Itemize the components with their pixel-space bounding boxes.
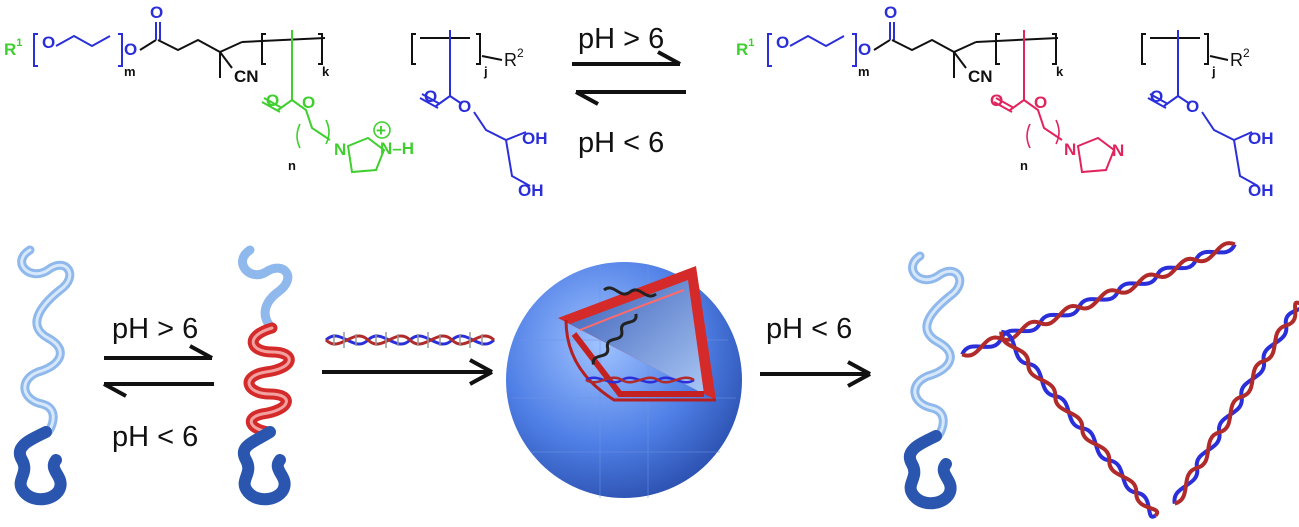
complexation-arrow bbox=[322, 358, 493, 386]
glycerol-ester-o-right: O bbox=[1186, 97, 1199, 116]
top-equilibrium-arrows: pH > 6 pH < 6 bbox=[572, 23, 686, 159]
j-subscript-right: j bbox=[1211, 64, 1216, 79]
nitrile-label: CN bbox=[234, 67, 259, 86]
k-subscript-right: k bbox=[1056, 64, 1064, 79]
positive-charge: + bbox=[376, 121, 386, 140]
n-subscript-right: n bbox=[1020, 158, 1028, 173]
imidazole-n1-right: N bbox=[1064, 140, 1076, 159]
side-carbonyl-o: O bbox=[266, 91, 279, 110]
r1-label: R1 bbox=[4, 37, 22, 59]
glycerol-ester-o: O bbox=[458, 97, 471, 116]
ester-oxygen: O bbox=[124, 40, 137, 59]
bottom-ph-forward-label: pH > 6 bbox=[112, 313, 198, 345]
r2-label: R2 bbox=[504, 46, 524, 70]
hydroxyl-2: OH bbox=[518, 181, 544, 200]
polymer-coil-neutral bbox=[14, 245, 75, 506]
peg-oxygen: O bbox=[42, 33, 55, 52]
release-arrow: pH < 6 bbox=[760, 313, 871, 388]
glycerol-carbonyl-o-right: O bbox=[1150, 87, 1163, 106]
bottom-equilibrium-arrows: pH > 6 pH < 6 bbox=[103, 313, 214, 453]
dna-released-left bbox=[999, 329, 1160, 519]
hydroxyl-2-right: OH bbox=[1248, 181, 1274, 200]
hydroxyl-1-right: OH bbox=[1248, 129, 1274, 148]
side-carbonyl-o-right: O bbox=[990, 91, 1003, 110]
peg-oxygen-right: O bbox=[776, 33, 789, 52]
imidazole-nh: N–H bbox=[380, 139, 414, 158]
dna-helix-free bbox=[324, 332, 496, 348]
polymer-coil-protonated bbox=[238, 245, 295, 506]
bottom-ph-back-label: pH < 6 bbox=[112, 421, 198, 453]
ester-oxygen-right: O bbox=[858, 40, 871, 59]
n-subscript: n bbox=[288, 158, 296, 173]
molecule-protonated: R1 O m O O CN k O O n N N–H + bbox=[4, 3, 548, 200]
molecule-deprotonated: R1 O m O O CN k O O n N N j R2 bbox=[736, 3, 1274, 200]
dna-released-top bbox=[960, 241, 1237, 358]
j-subscript: j bbox=[483, 64, 488, 79]
dna-released-right bbox=[1172, 300, 1299, 506]
polyplex-sphere bbox=[506, 262, 742, 498]
nitrile-label-right: CN bbox=[968, 67, 993, 86]
r2-label-right: R2 bbox=[1230, 46, 1250, 70]
r1-label-right: R1 bbox=[736, 37, 754, 59]
carbonyl-oxygen: O bbox=[150, 3, 163, 22]
peg-m-subscript-right: m bbox=[858, 64, 870, 79]
polymer-coil-released bbox=[904, 251, 965, 510]
imidazole-n1: N bbox=[334, 140, 346, 159]
top-ph-forward-label: pH > 6 bbox=[578, 23, 664, 55]
side-ester-o: O bbox=[302, 93, 315, 112]
peg-m-subscript: m bbox=[124, 64, 136, 79]
glycerol-carbonyl-o: O bbox=[424, 87, 437, 106]
release-ph-label: pH < 6 bbox=[766, 313, 852, 345]
imidazole-n2-right: N bbox=[1112, 141, 1124, 160]
top-ph-back-label: pH < 6 bbox=[578, 127, 664, 159]
carbonyl-oxygen-right: O bbox=[884, 3, 897, 22]
side-ester-o-right: O bbox=[1034, 93, 1047, 112]
hydroxyl-1: OH bbox=[522, 129, 548, 148]
k-subscript: k bbox=[322, 64, 330, 79]
